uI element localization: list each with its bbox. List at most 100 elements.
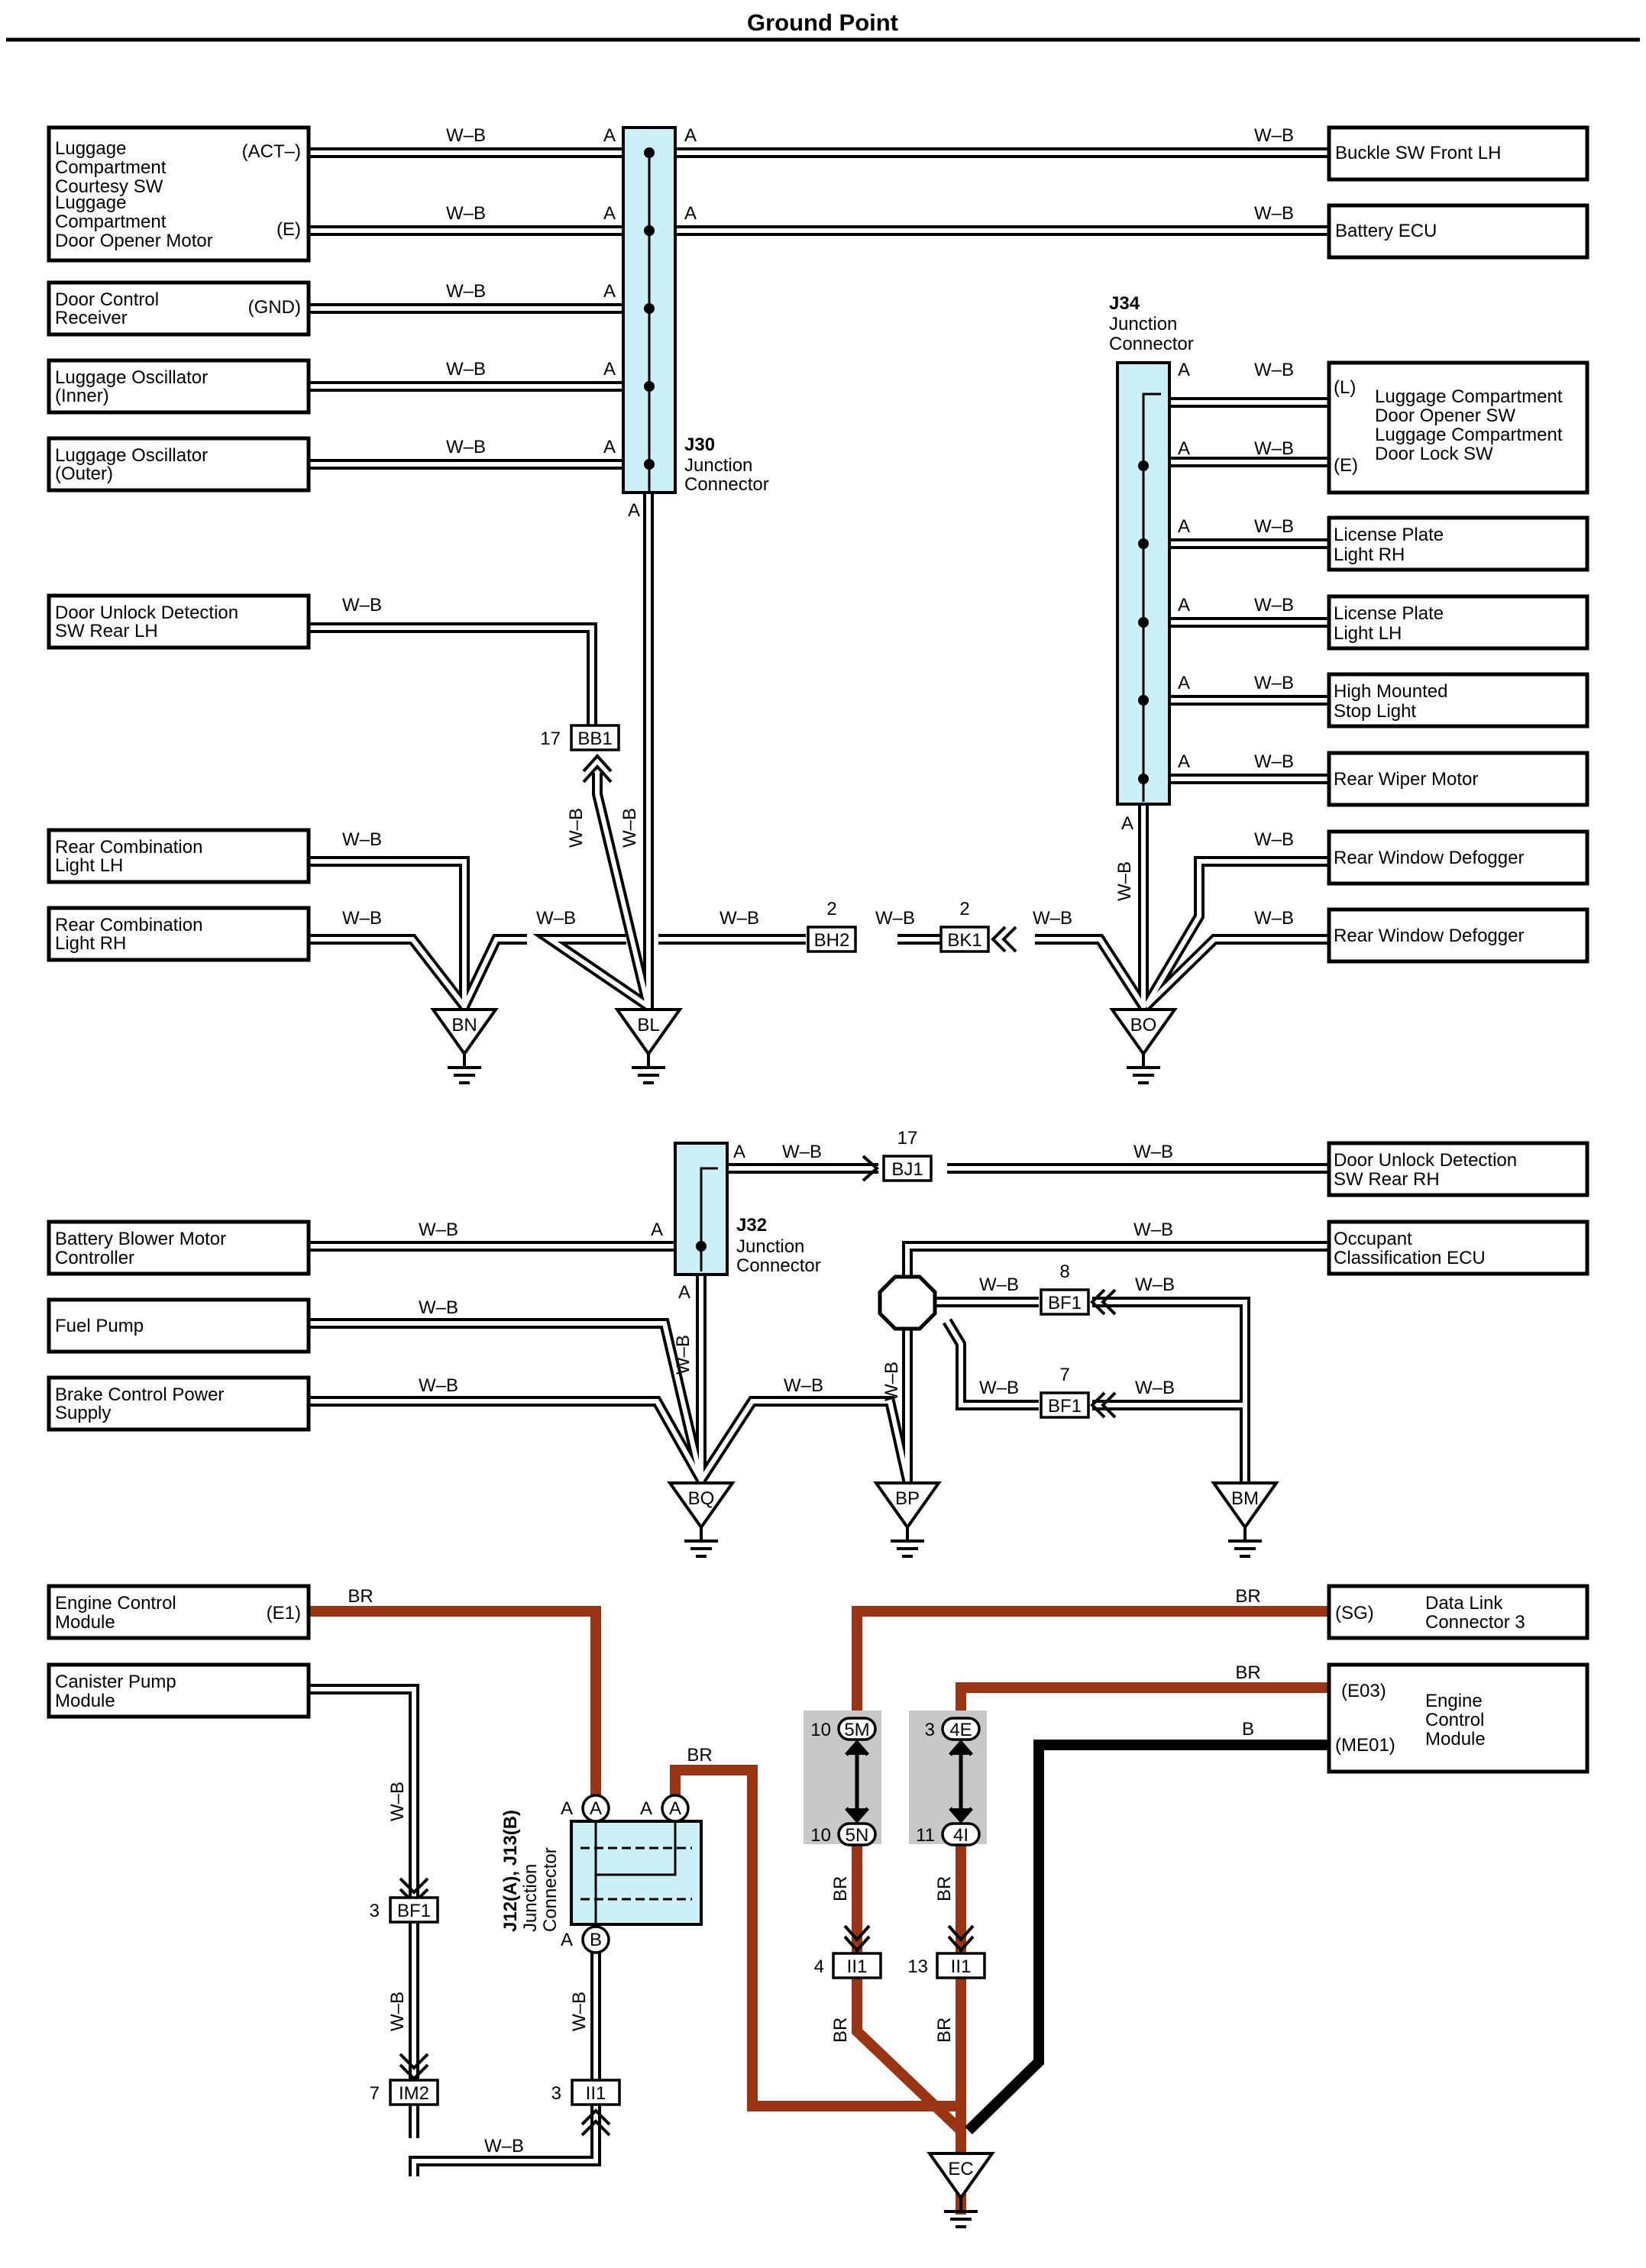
svg-text:13: 13 — [907, 1956, 928, 1977]
b-wire — [965, 1740, 1329, 2135]
svg-text:3: 3 — [925, 1720, 935, 1740]
j12-junction: A A B A A A J12(A), J13(B) Junction Conn… — [500, 1794, 703, 1954]
svg-text:17: 17 — [897, 1128, 918, 1149]
svg-text:8: 8 — [1059, 1262, 1069, 1282]
connector-bf1b: BF1 7 — [1040, 1365, 1117, 1419]
svg-text:W–B: W–B — [1254, 908, 1294, 929]
svg-text:BQ: BQ — [688, 1488, 715, 1509]
svg-text:Door Unlock Detection: Door Unlock Detection — [1334, 1150, 1517, 1171]
defogger-2-box: Rear Window Defogger — [1327, 907, 1589, 964]
svg-text:A: A — [1178, 595, 1190, 615]
connector-im2: IM2 7 — [370, 2053, 439, 2106]
svg-text:Control: Control — [1425, 1710, 1484, 1730]
luggage-courtesy-sw-box: Luggage Compartment Courtesy SW Luggage … — [47, 125, 311, 263]
canister-box: Canister Pump Module — [47, 1662, 311, 1719]
svg-text:BR: BR — [934, 1876, 955, 1901]
svg-text:W–B: W–B — [387, 1782, 408, 1821]
svg-text:(SG): (SG) — [1335, 1603, 1374, 1623]
svg-text:A: A — [678, 1282, 690, 1303]
svg-text:W–B: W–B — [446, 437, 486, 457]
svg-text:W–B: W–B — [446, 125, 486, 146]
svg-text:Engine: Engine — [1425, 1691, 1483, 1711]
svg-text:Light RH: Light RH — [1334, 544, 1405, 565]
osc-inner-box: Luggage Oscillator (Inner) — [47, 358, 311, 415]
svg-text:BR: BR — [830, 1876, 851, 1901]
svg-text:II1: II1 — [847, 1956, 868, 1977]
svg-text:W–B: W–B — [1033, 908, 1072, 929]
svg-text:Luggage Compartment: Luggage Compartment — [1375, 386, 1563, 407]
pin-label: (ACT–) — [242, 141, 301, 162]
svg-text:II1: II1 — [586, 2083, 606, 2104]
svg-text:Rear Combination: Rear Combination — [55, 837, 202, 858]
svg-text:BR: BR — [934, 2018, 955, 2043]
svg-text:License Plate: License Plate — [1334, 525, 1444, 545]
svg-text:EC: EC — [948, 2159, 973, 2179]
svg-text:BK1: BK1 — [947, 930, 981, 951]
svg-text:W–B: W–B — [446, 203, 486, 224]
svg-text:Data Link: Data Link — [1425, 1593, 1503, 1614]
j30-code: J30 — [684, 435, 715, 455]
svg-text:Luggage Compartment: Luggage Compartment — [1375, 425, 1563, 445]
svg-text:(E1): (E1) — [267, 1603, 301, 1623]
svg-text:W–B: W–B — [1135, 1275, 1175, 1295]
unlock-rear-lh-box: Door Unlock Detection SW Rear LH — [47, 593, 311, 650]
svg-text:BN: BN — [451, 1015, 477, 1035]
svg-text:4I: 4I — [953, 1825, 969, 1846]
svg-text:7: 7 — [370, 2083, 380, 2104]
svg-text:(E03): (E03) — [1341, 1681, 1386, 1701]
svg-text:A: A — [603, 437, 616, 457]
svg-text:Occupant: Occupant — [1334, 1229, 1412, 1249]
svg-text:Junction: Junction — [736, 1236, 804, 1257]
svg-text:Connector: Connector — [1109, 334, 1194, 354]
connector-bf1a: BF1 8 — [1040, 1262, 1117, 1316]
j34-junction: J34 Junction Connector — [1109, 293, 1194, 806]
svg-text:Luggage Oscillator: Luggage Oscillator — [55, 445, 208, 466]
svg-text:Controller: Controller — [55, 1248, 134, 1268]
svg-text:W–B: W–B — [1254, 438, 1294, 459]
pin-label: (E) — [276, 219, 301, 240]
fuel-pump-box: Fuel Pump — [47, 1297, 311, 1354]
svg-text:Engine Control: Engine Control — [55, 1593, 176, 1614]
svg-text:(GND): (GND) — [248, 297, 301, 318]
svg-text:II1: II1 — [951, 1956, 972, 1977]
svg-text:3: 3 — [370, 1901, 380, 1921]
j32-junction: J32 Junction Connector — [674, 1142, 821, 1276]
svg-text:W–B: W–B — [720, 908, 759, 929]
svg-text:A: A — [684, 125, 697, 146]
ground-bq: BQ — [668, 1481, 734, 1558]
svg-text:(Outer): (Outer) — [55, 464, 113, 484]
svg-text:W–B: W–B — [446, 359, 486, 380]
high-stop-box: High Mounted Stop Light — [1327, 672, 1589, 729]
svg-text:W–B: W–B — [566, 808, 587, 848]
svg-text:W–B: W–B — [979, 1275, 1019, 1295]
rear-comb-rh-box: Rear Combination Light RH — [47, 906, 311, 962]
svg-text:(E): (E) — [1334, 455, 1358, 476]
svg-text:Rear Wiper Motor: Rear Wiper Motor — [1334, 769, 1478, 790]
connector-bk1: BK1 2 — [939, 899, 1017, 953]
svg-text:SW Rear LH: SW Rear LH — [55, 621, 158, 641]
svg-text:High Mounted: High Mounted — [1334, 681, 1447, 702]
svg-text:11: 11 — [916, 1825, 935, 1846]
svg-text:W–B: W–B — [1254, 125, 1294, 146]
j30-junction: J30 Junction Connector — [622, 126, 769, 495]
svg-text:Rear Combination: Rear Combination — [55, 915, 202, 935]
door-control-receiver-box: Door Control Receiver (GND) — [47, 280, 311, 337]
svg-text:W–B: W–B — [979, 1378, 1019, 1398]
dlc3-box: (SG) Data Link Connector 3 — [1327, 1584, 1589, 1640]
svg-text:Buckle SW Front LH: Buckle SW Front LH — [1335, 143, 1501, 163]
svg-text:A: A — [603, 203, 616, 224]
svg-text:BH2: BH2 — [814, 930, 850, 951]
svg-text:Door Opener SW: Door Opener SW — [1375, 405, 1515, 426]
svg-text:W–B: W–B — [1114, 861, 1135, 901]
ground-ec: EC — [928, 2152, 994, 2228]
svg-text:BF1: BF1 — [1048, 1293, 1082, 1313]
svg-text:(Inner): (Inner) — [55, 386, 109, 406]
svg-text:Canister Pump: Canister Pump — [55, 1672, 176, 1692]
svg-text:BM: BM — [1231, 1488, 1259, 1509]
svg-text:3: 3 — [551, 2083, 561, 2104]
svg-text:BR: BR — [1235, 1662, 1260, 1683]
svg-text:Light LH: Light LH — [1334, 623, 1402, 644]
svg-text:7: 7 — [1059, 1365, 1069, 1385]
svg-text:W–B: W–B — [419, 1375, 458, 1396]
svg-text:BP: BP — [895, 1488, 920, 1509]
